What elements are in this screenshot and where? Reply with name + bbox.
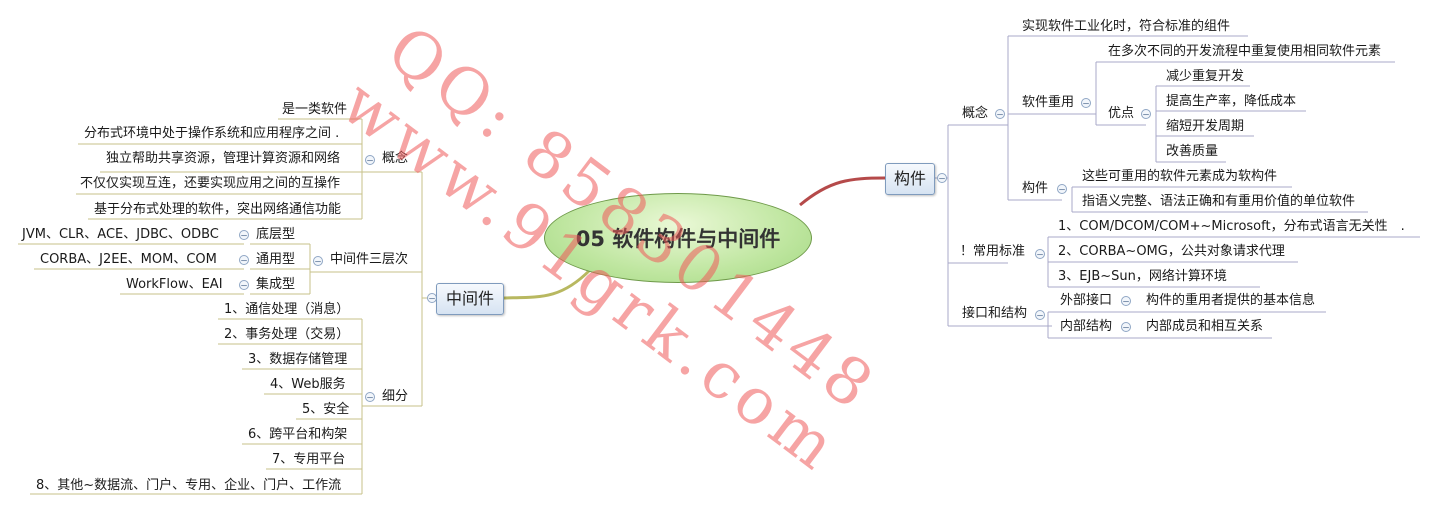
branch-connector-component [799, 176, 886, 207]
collapse-toggle-glyph: − [240, 232, 248, 242]
collapse-toggle-icon[interactable] [1035, 249, 1045, 259]
collapse-toggle-icon[interactable] [1057, 184, 1067, 194]
collapse-toggle-icon[interactable] [239, 255, 249, 265]
categories-label[interactable]: 细分 [382, 389, 409, 404]
central-topic-text: 05 软件构件与中间件 [575, 227, 781, 251]
collapse-toggle-glyph: − [1122, 324, 1130, 334]
branch-middleware[interactable]: 中间件 [436, 283, 504, 315]
reuse-description: 在多次不同的开发流程中重复使用相同软件元素 [1108, 44, 1382, 59]
sub-component-label[interactable]: 构件 [1022, 181, 1049, 196]
standard-item: 3、EJB~Sun，网络计算环境 [1058, 269, 1227, 284]
standards-label[interactable]: ！常用标准 [960, 244, 1026, 259]
reuse-label[interactable]: 软件重用 [1022, 95, 1075, 110]
collapse-toggle-icon[interactable] [365, 155, 375, 165]
collapse-toggle-glyph: − [314, 258, 322, 268]
mw-concept-item: 独立帮助共享资源，管理计算资源和网络 [106, 151, 341, 166]
collapse-toggle-icon[interactable] [239, 280, 249, 290]
mw-concept-item: 基于分布式处理的软件，突出网络通信功能 [94, 202, 342, 217]
category-item: 5、安全 [302, 402, 350, 417]
collapse-toggle-glyph: − [366, 394, 374, 404]
collapse-toggle-glyph: − [428, 295, 436, 305]
advantage-item: 缩短开发周期 [1166, 119, 1245, 134]
advantage-item: 减少重复开发 [1166, 69, 1245, 84]
concept-label[interactable]: 概念 [962, 106, 989, 121]
layer-type[interactable]: 集成型 [256, 277, 296, 292]
collapse-toggle-glyph: − [240, 282, 248, 292]
branch-connector-middleware [501, 268, 592, 300]
collapse-toggle-glyph: − [366, 157, 374, 167]
collapse-toggle-icon[interactable] [937, 173, 947, 183]
branch-middleware-label: 中间件 [445, 289, 494, 308]
layer-type[interactable]: 通用型 [256, 252, 296, 267]
standard-item: 2、CORBA~OMG，公共对象请求代理 [1058, 244, 1285, 259]
collapse-toggle-glyph: − [1036, 312, 1044, 322]
layer-example: JVM、CLR、ACE、JDBC、ODBC [22, 227, 219, 242]
internal-structure-label[interactable]: 内部结构 [1060, 319, 1113, 334]
collapse-toggle-icon[interactable] [1121, 296, 1131, 306]
advantages-label[interactable]: 优点 [1108, 106, 1135, 121]
collapse-toggle-icon[interactable] [1121, 322, 1131, 332]
layer-type[interactable]: 底层型 [256, 227, 296, 242]
external-interface-desc: 构件的重用者提供的基本信息 [1146, 293, 1316, 308]
mw-concept-item: 是一类软件 [282, 102, 348, 117]
advantage-item: 提高生产率，降低成本 [1166, 94, 1297, 109]
category-item: 8、其他~数据流、门户、专用、企业、门户、工作流 [36, 478, 342, 493]
mw-concept-label[interactable]: 概念 [382, 151, 409, 166]
component-item: 这些可重用的软件元素成为软构件 [1082, 169, 1278, 184]
component-definition: 实现软件工业化时，符合标准的组件 [1022, 19, 1231, 34]
collapse-toggle-icon[interactable] [1081, 98, 1091, 108]
advantage-item: 改善质量 [1166, 144, 1219, 159]
collapse-toggle-icon[interactable] [239, 230, 249, 240]
mw-concept-item: 分布式环境中处于操作系统和应用程序之间 . [84, 126, 340, 141]
category-item: 2、事务处理（交易） [224, 327, 350, 342]
collapse-toggle-glyph: − [938, 175, 946, 185]
internal-structure-desc: 内部成员和相互关系 [1146, 319, 1264, 334]
category-item: 3、数据存储管理 [248, 352, 348, 367]
component-item: 指语义完整、语法正确和有重用价值的单位软件 [1082, 194, 1356, 209]
collapse-toggle-glyph: − [240, 257, 248, 267]
central-topic[interactable]: 05 软件构件与中间件 [544, 193, 812, 283]
interface-label[interactable]: 接口和结构 [962, 306, 1028, 321]
branch-component-label: 构件 [893, 169, 926, 188]
mw-concept-item: 不仅仅实现互连，还要实现应用之间的互操作 [80, 176, 341, 191]
category-item: 4、Web服务 [270, 377, 346, 392]
collapse-toggle-glyph: − [1058, 186, 1066, 196]
standard-item: 1、COM/DCOM/COM+~Microsoft，分布式语言无关性 . [1058, 219, 1405, 234]
category-item: 1、通信处理（消息） [224, 302, 350, 317]
collapse-toggle-icon[interactable] [365, 392, 375, 402]
collapse-toggle-icon[interactable] [313, 256, 323, 266]
layers-label[interactable]: 中间件三层次 [330, 252, 409, 267]
category-item: 6、跨平台和构架 [248, 427, 348, 442]
branch-component[interactable]: 构件 [885, 163, 935, 195]
collapse-toggle-glyph: − [1082, 100, 1090, 110]
category-item: 7、专用平台 [272, 452, 346, 467]
layer-example: WorkFlow、EAI [126, 277, 223, 292]
collapse-toggle-glyph: − [1122, 298, 1130, 308]
external-interface-label[interactable]: 外部接口 [1060, 293, 1113, 308]
collapse-toggle-icon[interactable] [1141, 109, 1151, 119]
collapse-toggle-icon[interactable] [1035, 310, 1045, 320]
collapse-toggle-glyph: − [1036, 251, 1044, 261]
collapse-toggle-glyph: − [996, 111, 1004, 121]
collapse-toggle-glyph: − [1142, 111, 1150, 121]
collapse-toggle-icon[interactable] [995, 109, 1005, 119]
layer-example: CORBA、J2EE、MOM、COM [40, 252, 217, 267]
